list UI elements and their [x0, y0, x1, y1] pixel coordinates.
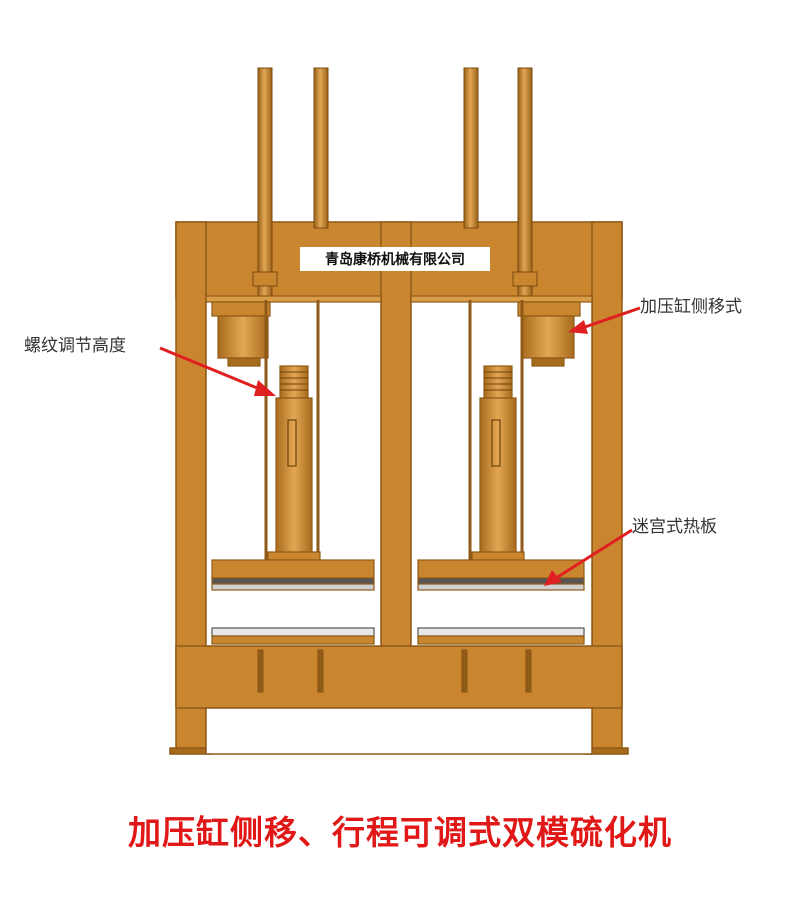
right-lower-plate [417, 627, 585, 637]
left-thread-lines [280, 371, 308, 391]
guide-rods [252, 67, 538, 299]
rod-1 [257, 67, 273, 299]
right-slide-rail [410, 295, 593, 303]
rod-4 [517, 67, 533, 299]
right-thread-nut [483, 365, 513, 399]
left-ram [275, 397, 313, 559]
right-thread-lines [484, 371, 512, 391]
left-heat-plate-lower [211, 583, 375, 591]
arrow-maze-plate [555, 528, 633, 580]
left-station [205, 295, 382, 693]
left-cylinder-body [217, 315, 269, 359]
right-leg-b [525, 649, 532, 693]
right-cylinder-bracket [517, 301, 581, 317]
left-cylinder-base [227, 357, 261, 367]
arrow-side-cylinder-head [568, 320, 588, 334]
left-cylinder-bracket [211, 301, 271, 317]
right-ram-flange [471, 551, 525, 561]
rod-2 [313, 67, 329, 229]
right-ram [479, 397, 517, 559]
left-leg-a [257, 649, 264, 693]
arrow-side-cylinder [581, 306, 641, 330]
left-ram-slot [287, 419, 297, 467]
left-slide-rail [205, 295, 382, 303]
annotation-arrows [159, 306, 641, 586]
company-name-label: 青岛康桥机械有限公司 [300, 247, 490, 271]
left-leg-b [317, 649, 324, 693]
left-upper-platen [211, 559, 375, 579]
arrow-thread-height-head [254, 380, 276, 396]
left-ram-flange [267, 551, 321, 561]
annotation-thread-height: 螺纹调节高度 [24, 336, 126, 356]
right-cylinder-base [531, 357, 565, 367]
annotation-maze-plate: 迷宫式热板 [632, 517, 717, 537]
right-cylinder-body [521, 315, 575, 359]
rod-4-collar [512, 271, 538, 287]
frame-bottom-beam [175, 645, 623, 709]
rod-3 [463, 67, 479, 229]
machine-frame [169, 221, 629, 755]
bottom-opening [205, 707, 593, 755]
right-station [410, 295, 593, 693]
left-lower-plate-base [211, 635, 375, 645]
rod-1-collar [252, 271, 278, 287]
left-lower-plate [211, 627, 375, 637]
annotation-side-cylinder: 加压缸侧移式 [640, 297, 742, 317]
main-title: 加压缸侧移、行程可调式双模硫化机 [128, 813, 672, 852]
arrow-thread-height [159, 346, 263, 392]
arrow-maze-plate-head [544, 570, 562, 586]
right-lower-plate-base [417, 635, 585, 645]
right-heat-plate-lower [417, 583, 585, 591]
left-heat-plate [211, 577, 375, 585]
right-ram-slot [491, 419, 501, 467]
right-leg-a [461, 649, 468, 693]
frame-center-column [380, 221, 412, 653]
left-thread-nut [279, 365, 309, 399]
